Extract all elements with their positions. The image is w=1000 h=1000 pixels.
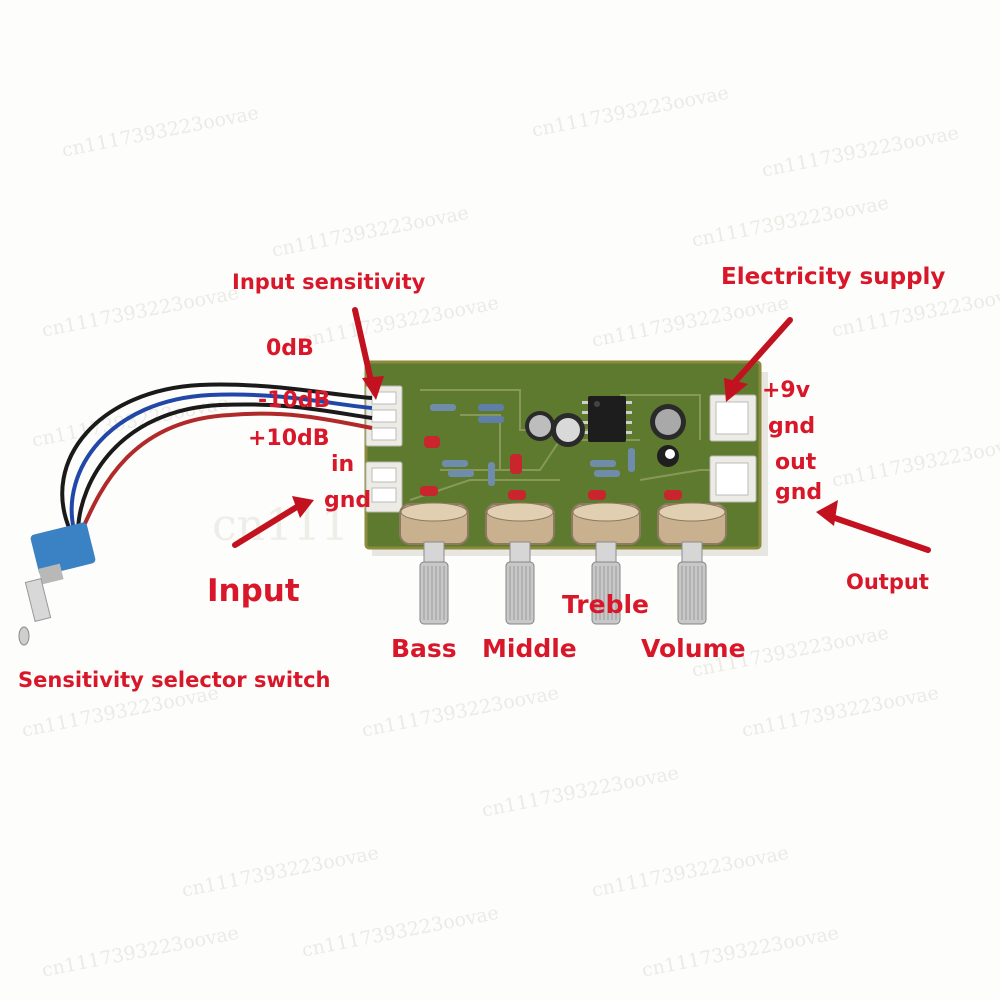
sensitivity-switch-label: Sensitivity selector switch bbox=[18, 668, 331, 692]
resistors bbox=[430, 404, 635, 486]
chip-pins bbox=[582, 401, 632, 434]
plus-9v-label: +9v bbox=[762, 378, 811, 403]
switch-wires bbox=[60, 382, 373, 531]
power-gnd-label: gnd bbox=[768, 414, 816, 439]
treble-label: Treble bbox=[562, 590, 650, 619]
red-arrow-icon bbox=[724, 378, 748, 402]
potentiometer-knob bbox=[571, 502, 641, 625]
bass-knob bbox=[398, 500, 470, 635]
potentiometer-knob bbox=[485, 502, 555, 625]
potentiometer-knob bbox=[399, 502, 469, 625]
red-arrow-icon bbox=[816, 500, 838, 526]
potentiometer-knob bbox=[657, 502, 727, 625]
op-amp-chip bbox=[588, 396, 626, 442]
input-gnd-label: gnd bbox=[324, 488, 372, 513]
input-connector bbox=[365, 461, 403, 513]
bass-label: Bass bbox=[391, 634, 457, 663]
output-connector bbox=[709, 455, 757, 503]
electricity-supply-label: Electricity supply bbox=[721, 264, 946, 290]
red-arrow-icon bbox=[232, 502, 303, 548]
input-sensitivity-label: Input sensitivity bbox=[232, 270, 426, 294]
red-arrow-icon bbox=[823, 512, 931, 553]
output-label: Output bbox=[846, 570, 929, 594]
zero-db-label: 0dB bbox=[266, 336, 314, 361]
arrowheads bbox=[292, 376, 838, 526]
toggle-switch bbox=[18, 522, 96, 646]
volume-knob bbox=[656, 500, 728, 635]
plus-ten-db-label: +10dB bbox=[248, 426, 330, 451]
middle-knob bbox=[484, 500, 556, 635]
volume-label: Volume bbox=[641, 634, 746, 663]
red-arrow-icon-group bbox=[232, 307, 931, 553]
minus-ten-db-label: -10dB bbox=[258, 388, 331, 413]
red-arrow-icon bbox=[352, 307, 375, 388]
red-arrow-icon bbox=[729, 317, 793, 388]
out-label: out bbox=[775, 450, 817, 475]
input-label: Input bbox=[207, 573, 300, 609]
in-label: in bbox=[331, 452, 355, 477]
power-connector bbox=[709, 394, 757, 442]
middle-label: Middle bbox=[482, 634, 577, 663]
pcb-edge bbox=[364, 360, 762, 550]
ceramic-capacitors bbox=[420, 436, 682, 500]
treble-knob bbox=[570, 500, 642, 635]
output-gnd-label: gnd bbox=[775, 480, 823, 505]
electrolytic-capacitors bbox=[525, 404, 686, 467]
red-arrow-icon bbox=[292, 496, 314, 518]
red-arrow-icon bbox=[362, 376, 384, 400]
